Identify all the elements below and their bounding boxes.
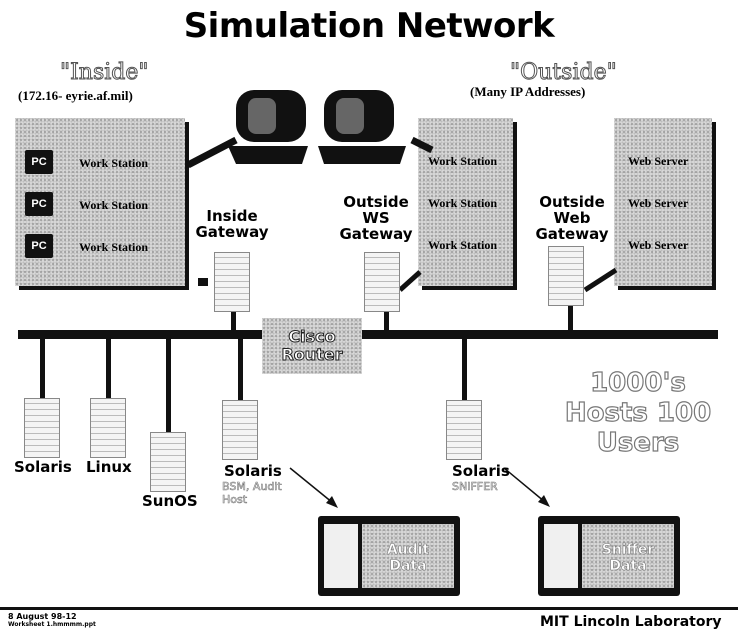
web-server-label: Web Server [628,238,689,252]
host-sublabel-bsm: BSM, Audit Host [222,480,282,507]
web-servers-panel: Web Server Web Server Web Server [614,118,712,286]
linux-server-icon [90,398,126,458]
sunos-server-icon [150,432,186,492]
inside-to-monitor-link [186,136,238,169]
footer-file: Worksheet 1.hmmmm.ppt [8,621,96,628]
host-label-solaris: Solaris [14,458,72,476]
monitor-display: Sniffer Data [582,524,674,588]
outside-workstations-panel: Work Station Work Station Work Station [418,118,513,286]
outside-ws-label: Work Station [428,196,498,210]
inside-heading: "Inside" [60,60,150,86]
audit-data-label: Audit Data [386,542,430,575]
sniffer-solaris-server-icon [446,400,482,460]
monitor-screen [544,524,578,588]
inside-ws-label: Work Station [79,156,149,170]
console-monitors [228,90,406,164]
host-label-linux: Linux [86,458,132,476]
cisco-router: Cisco Router [262,318,362,374]
hosts-users-note: 1000's Hosts 100 Users [564,367,712,458]
web-server-label: Web Server [628,154,689,168]
bsm-solaris-server-icon [222,400,258,460]
sniffer-data-label: Sniffer Data [601,542,655,575]
pc-icon: PC [25,150,53,174]
footer-rule [0,607,738,610]
monitor-right-icon [318,90,406,164]
diagram-title: Simulation Network [183,6,555,46]
host-label-solaris-sniffer: Solaris [452,462,510,480]
ws-gateway-link [398,270,422,292]
sniffer-data-monitor: Sniffer Data [538,516,680,596]
router-label: Cisco Router [281,327,343,364]
web-gateway-server-icon [548,246,584,306]
monitor-to-outside-link [410,136,434,154]
pc-icon: PC [25,234,53,258]
pc-icon: PC [25,192,53,216]
inside-gateway-label: Inside Gateway [195,207,269,241]
inside-workstations-panel: PC Work Station PC Work Station PC Work … [15,118,185,286]
outside-ws-label: Work Station [428,154,498,168]
outside-subtitle: (Many IP Addresses) [470,84,586,99]
inside-ws-label: Work Station [79,240,149,254]
inside-ws-label: Work Station [79,198,149,212]
outside-ws-gateway-label: Outside WS Gateway [339,193,413,243]
inside-gateway-server-icon [214,252,250,312]
inside-subtitle: (172.16- eyrie.af.mil) [18,88,133,103]
solaris-server-icon [24,398,60,458]
footer-date: 8 August 98-12 [8,612,77,621]
monitor-left-icon [228,90,308,164]
outside-ws-label: Work Station [428,238,498,252]
outside-ws-gateway-server-icon [364,252,400,312]
inside-gateway-port [198,278,208,286]
monitor-screen [324,524,358,588]
monitor-display: Audit Data [362,524,454,588]
audit-data-monitor: Audit Data [318,516,460,596]
outside-web-gateway-label: Outside Web Gateway [535,193,609,243]
host-label-sunos: SunOS [142,492,198,510]
footer-organization: MIT Lincoln Laboratory [540,614,722,630]
network-backbone [18,330,718,339]
web-server-label: Web Server [628,196,689,210]
web-gateway-link [583,267,618,293]
outside-heading: "Outside" [510,60,618,86]
host-sublabel-sniffer: SNIFFER [452,480,498,494]
host-label-solaris-bsm: Solaris [224,462,282,480]
